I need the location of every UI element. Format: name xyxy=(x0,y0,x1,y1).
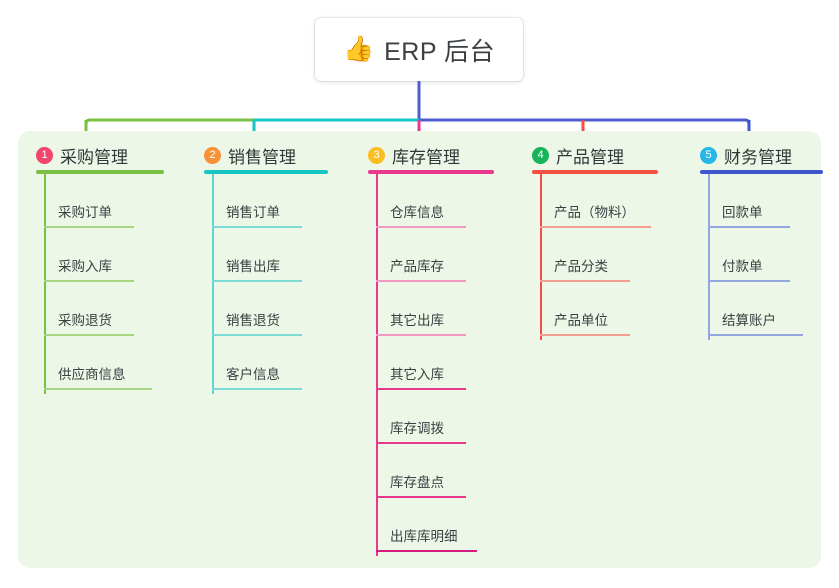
leaf-underline xyxy=(376,280,466,282)
branch-rule-2 xyxy=(204,170,328,174)
leaf-label: 销售订单 xyxy=(226,205,280,220)
leaf-node[interactable]: 产品分类 xyxy=(540,228,630,282)
leaf-node[interactable]: 采购订单 xyxy=(44,174,134,228)
leaf-underline xyxy=(212,388,302,390)
leaf-label: 库存盘点 xyxy=(390,475,444,490)
branch-badge-1: 1 xyxy=(36,147,53,164)
branch-badge-5: 5 xyxy=(700,147,717,164)
leaf-underline xyxy=(708,280,790,282)
branch-header-3[interactable]: 3 库存管理 xyxy=(368,143,460,168)
branch-rule-4 xyxy=(532,170,658,174)
leaf-node[interactable]: 结算账户 xyxy=(708,282,803,336)
leaf-node[interactable]: 销售出库 xyxy=(212,228,302,282)
leaf-underline xyxy=(376,550,477,552)
leaf-node[interactable]: 供应商信息 xyxy=(44,336,152,390)
leaf-label: 采购入库 xyxy=(58,259,112,274)
branch-spine-2 xyxy=(212,174,214,394)
leaf-node[interactable]: 产品（物料） xyxy=(540,174,651,228)
leaf-label: 产品库存 xyxy=(390,259,444,274)
branch-title-1: 采购管理 xyxy=(60,148,128,167)
leaf-node[interactable]: 产品单位 xyxy=(540,282,630,336)
leaf-node[interactable]: 其它入库 xyxy=(376,336,466,390)
branch-rule-3 xyxy=(368,170,494,174)
leaf-node[interactable]: 出库库明细 xyxy=(376,498,477,552)
leaf-node[interactable]: 回款单 xyxy=(708,174,790,228)
branch-header-1[interactable]: 1 采购管理 xyxy=(36,143,128,168)
leaf-underline xyxy=(376,334,466,336)
branch-badge-3: 3 xyxy=(368,147,385,164)
thumbs-up-icon: 👍 xyxy=(342,35,375,63)
leaf-underline xyxy=(540,226,651,228)
leaf-underline xyxy=(212,280,302,282)
branch-title-2: 销售管理 xyxy=(228,148,296,167)
leaf-node[interactable]: 客户信息 xyxy=(212,336,302,390)
leaf-node[interactable]: 付款单 xyxy=(708,228,790,282)
branch-spine-4 xyxy=(540,174,542,340)
leaf-label: 产品分类 xyxy=(554,259,608,274)
leaf-label: 结算账户 xyxy=(722,313,776,328)
leaf-underline xyxy=(44,334,134,336)
branch-rule-5 xyxy=(700,170,823,174)
leaf-node[interactable]: 采购入库 xyxy=(44,228,134,282)
branch-title-4: 产品管理 xyxy=(556,148,624,167)
leaf-node[interactable]: 产品库存 xyxy=(376,228,466,282)
root-node[interactable]: 👍 ERP 后台 xyxy=(315,18,523,81)
leaf-underline xyxy=(44,388,152,390)
leaf-underline xyxy=(540,334,630,336)
leaf-node[interactable]: 库存调拨 xyxy=(376,390,466,444)
leaf-node[interactable]: 采购退货 xyxy=(44,282,134,336)
leaf-label: 库存调拨 xyxy=(390,421,444,436)
leaf-underline xyxy=(540,280,630,282)
branch-badge-2: 2 xyxy=(204,147,221,164)
branch-header-2[interactable]: 2 销售管理 xyxy=(204,143,296,168)
leaf-underline xyxy=(376,442,466,444)
leaf-node[interactable]: 销售退货 xyxy=(212,282,302,336)
leaf-label: 销售出库 xyxy=(226,259,280,274)
leaf-underline xyxy=(376,388,466,390)
branch-title-5: 财务管理 xyxy=(724,148,792,167)
leaf-label: 供应商信息 xyxy=(58,367,126,382)
leaf-label: 回款单 xyxy=(722,205,763,220)
leaf-underline xyxy=(212,226,302,228)
leaf-label: 产品单位 xyxy=(554,313,608,328)
branch-badge-4: 4 xyxy=(532,147,549,164)
leaf-underline xyxy=(44,226,134,228)
leaf-node[interactable]: 其它出库 xyxy=(376,282,466,336)
leaf-underline xyxy=(708,226,790,228)
leaf-label: 产品（物料） xyxy=(554,205,635,220)
leaf-node[interactable]: 库存盘点 xyxy=(376,444,466,498)
leaf-underline xyxy=(44,280,134,282)
branches-panel: 1 采购管理 采购订单 采购入库 采购退货 供应商信息 xyxy=(18,131,823,568)
leaf-node[interactable]: 仓库信息 xyxy=(376,174,466,228)
branch-rule-1 xyxy=(36,170,164,174)
root-node-title: ERP 后台 xyxy=(384,37,496,66)
leaf-underline xyxy=(376,496,466,498)
branch-title-3: 库存管理 xyxy=(392,148,460,167)
leaf-underline xyxy=(708,334,803,336)
leaf-underline xyxy=(212,334,302,336)
leaf-label: 客户信息 xyxy=(226,367,280,382)
leaf-label: 采购订单 xyxy=(58,205,112,220)
branch-spine-3 xyxy=(376,174,378,556)
leaf-label: 其它出库 xyxy=(390,313,444,328)
leaf-label: 付款单 xyxy=(722,259,763,274)
leaf-underline xyxy=(376,226,466,228)
leaf-label: 销售退货 xyxy=(226,313,280,328)
leaf-label: 出库库明细 xyxy=(390,529,458,544)
branch-spine-1 xyxy=(44,174,46,394)
leaf-label: 采购退货 xyxy=(58,313,112,328)
branch-header-5[interactable]: 5 财务管理 xyxy=(700,143,792,168)
leaf-label: 仓库信息 xyxy=(390,205,444,220)
branch-header-4[interactable]: 4 产品管理 xyxy=(532,143,624,168)
branch-spine-5 xyxy=(708,174,710,340)
leaf-label: 其它入库 xyxy=(390,367,444,382)
leaf-node[interactable]: 销售订单 xyxy=(212,174,302,228)
